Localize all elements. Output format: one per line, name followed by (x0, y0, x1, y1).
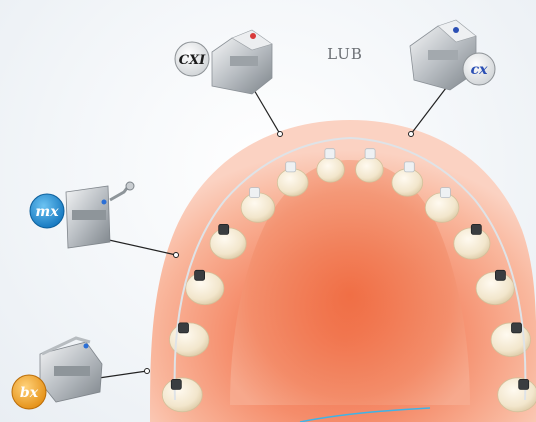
arch-bracket (250, 188, 260, 198)
bracket-cxi (212, 30, 272, 94)
arch-bracket (440, 188, 450, 198)
arch-bracket (286, 162, 296, 172)
arch-bracket (195, 270, 205, 280)
tooth (356, 157, 384, 182)
tooth (498, 378, 536, 412)
arch-bracket (512, 323, 522, 333)
arch-bracket (471, 224, 481, 234)
bracket-mx (66, 182, 134, 248)
badge-bx-text: bx (20, 385, 39, 401)
jaw-label: LUB (300, 45, 390, 63)
badge-cxi: CXI (175, 42, 209, 76)
tooth (317, 157, 345, 182)
badge-bx: bx (12, 375, 46, 409)
badge-mx: mx (30, 194, 64, 228)
arch-bracket (404, 162, 414, 172)
tooth (277, 169, 308, 196)
arch-bracket (171, 379, 181, 389)
arch-bracket (219, 224, 229, 234)
tooth (162, 378, 202, 412)
badge-cxi-text: CXI (179, 53, 206, 68)
bracket-bx (40, 338, 102, 402)
arch-bracket (179, 323, 189, 333)
badge-mx-text: mx (35, 204, 59, 220)
leader-line-mx (100, 238, 176, 255)
badge-cx: cx (463, 53, 495, 85)
arch-bracket (325, 149, 335, 159)
tooth (392, 169, 423, 196)
arch-bracket (365, 149, 375, 159)
arch-bracket (519, 379, 529, 389)
leader-line-cx (411, 88, 446, 134)
arch-bracket (495, 270, 505, 280)
badge-cx-text: cx (471, 62, 489, 78)
bracket-cx (410, 20, 476, 90)
